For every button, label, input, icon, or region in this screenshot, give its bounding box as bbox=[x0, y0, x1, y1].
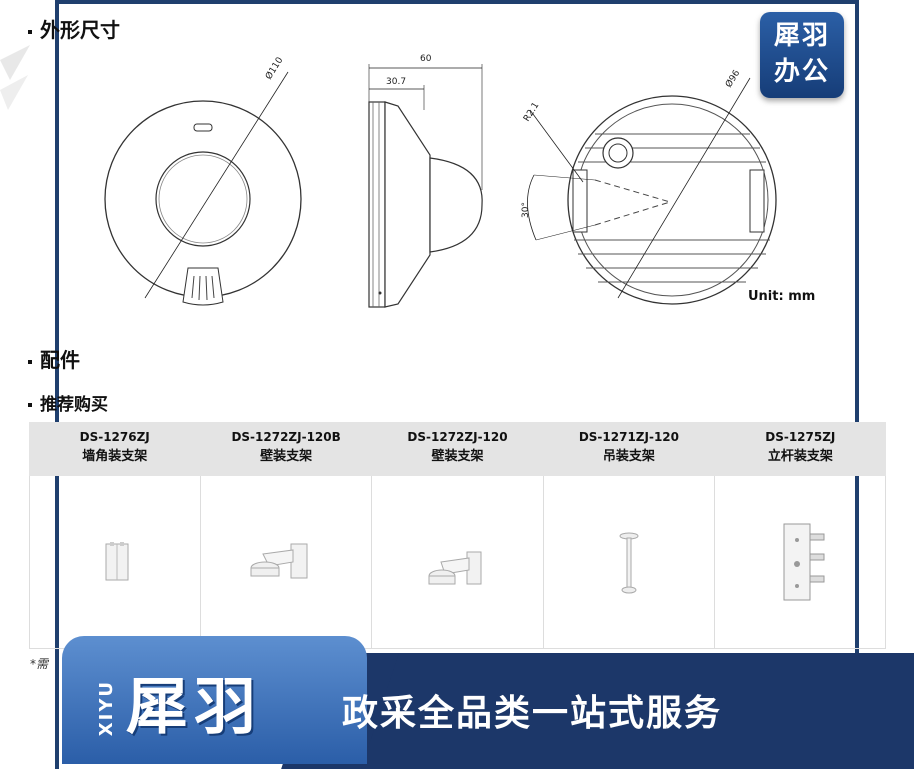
watermark-shape bbox=[0, 45, 30, 110]
table-header-cell: DS-1276ZJ 墙角装支架 bbox=[29, 422, 200, 476]
frame-right-border bbox=[855, 0, 859, 700]
front-view-drawing bbox=[104, 71, 302, 306]
product-image-cell bbox=[715, 476, 887, 648]
banner-brand-panel bbox=[62, 636, 367, 764]
product-model: DS-1272ZJ-120B bbox=[231, 430, 341, 444]
unit-label: Unit: mm bbox=[748, 289, 816, 304]
back-view-drawing bbox=[527, 77, 777, 305]
accessory-table: DS-1276ZJ 墙角装支架 DS-1272ZJ-120B 壁装支架 DS-127… bbox=[29, 422, 887, 649]
table-header-cell: DS-1271ZJ-120 吊装支架 bbox=[543, 422, 714, 476]
product-type: 吊装支架 bbox=[602, 449, 655, 464]
frame-top-border bbox=[55, 0, 859, 4]
angle-label: 30° bbox=[521, 202, 531, 218]
banner-dark-panel bbox=[320, 653, 914, 769]
section-accessories-title: 配件 bbox=[28, 344, 80, 373]
table-header-cell: DS-1275ZJ 立杆装支架 bbox=[715, 422, 886, 476]
bullet-icon bbox=[28, 403, 32, 407]
frame-left-border bbox=[55, 0, 59, 769]
section-recommended-title: 推荐购买 bbox=[28, 390, 108, 415]
side-depth-label: 30.7 bbox=[386, 77, 406, 87]
bullet-icon bbox=[28, 359, 32, 364]
pendant-bracket-icon bbox=[619, 532, 639, 594]
table-image-row bbox=[29, 476, 887, 649]
logo-line-1: 犀羽 bbox=[773, 21, 830, 51]
product-model: DS-1272ZJ-120 bbox=[407, 430, 508, 444]
dimension-drawings: Ø110 60 30.7 Ø96 bbox=[104, 54, 777, 308]
product-image-cell bbox=[544, 476, 715, 648]
product-type: 墙角装支架 bbox=[82, 449, 148, 464]
table-header-cell: DS-1272ZJ-120B 壁装支架 bbox=[200, 422, 371, 476]
product-type: 壁装支架 bbox=[260, 449, 313, 464]
section-dimensions-title: 外形尺寸 bbox=[28, 14, 120, 43]
product-image-cell bbox=[201, 476, 373, 648]
table-header-row: DS-1276ZJ 墙角装支架 DS-1272ZJ-120B 壁装支架 DS-127… bbox=[29, 422, 886, 476]
radius-label: R2.1 bbox=[522, 101, 541, 124]
brand-logo: 犀羽 办公 bbox=[760, 12, 844, 98]
product-model: DS-1276ZJ bbox=[79, 430, 150, 444]
corner-bracket-icon bbox=[105, 542, 129, 581]
bullet-icon bbox=[28, 29, 32, 34]
pole-bracket-icon bbox=[783, 523, 825, 601]
footnote: *需 bbox=[30, 657, 49, 671]
product-model: DS-1275ZJ bbox=[765, 430, 836, 444]
product-model: DS-1271ZJ-120 bbox=[578, 430, 680, 444]
product-type: 壁装支架 bbox=[431, 449, 484, 464]
product-image-cell bbox=[30, 476, 202, 648]
front-diameter-label: Ø110 bbox=[263, 55, 285, 82]
banner-slogan: 政采全品类一站式服务 bbox=[342, 693, 723, 734]
product-image-cell bbox=[372, 476, 544, 648]
product-type: 立杆装支架 bbox=[767, 449, 833, 464]
brand-latin-text: XIYU bbox=[96, 680, 117, 737]
logo-line-2: 办公 bbox=[773, 57, 830, 87]
brand-chinese-text: 犀羽 bbox=[126, 670, 263, 743]
side-view-drawing bbox=[368, 64, 483, 308]
side-width-label: 60 bbox=[420, 54, 432, 64]
wall-bracket-icon bbox=[428, 551, 482, 585]
wall-bracket-icon bbox=[250, 543, 308, 579]
back-diameter-label: Ø96 bbox=[723, 68, 742, 90]
table-header-cell: DS-1272ZJ-120 壁装支架 bbox=[372, 422, 543, 476]
